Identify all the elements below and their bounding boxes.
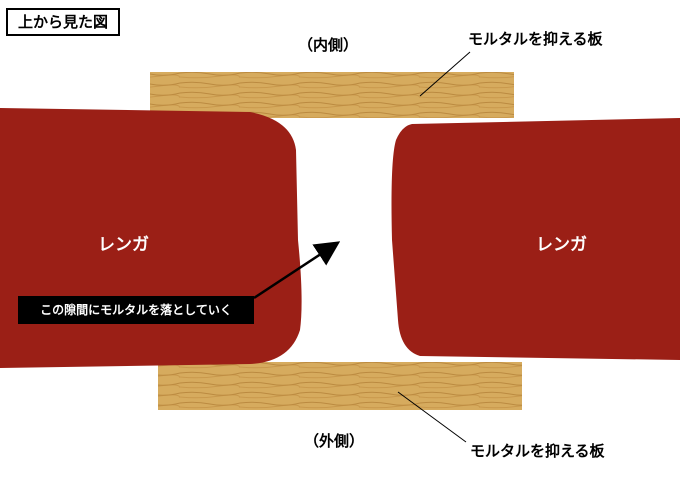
- board-label-top: モルタルを抑える板: [468, 30, 603, 48]
- brick-left-label: レンガ: [98, 235, 149, 255]
- outer-side-label: （外側）: [304, 432, 365, 450]
- inner-side-label: （内側）: [298, 36, 359, 54]
- gap-arrow: [253, 241, 341, 300]
- brick-right-label: レンガ: [536, 235, 587, 255]
- brick-left: [0, 108, 302, 368]
- board-top: [150, 72, 514, 118]
- board-label-bottom: モルタルを抑える板: [470, 442, 605, 460]
- brick-right: [391, 118, 680, 360]
- diagram-title: 上から見た図: [6, 8, 121, 36]
- gap-callout: この隙間にモルタルを落としていく: [18, 296, 254, 324]
- leader-line-top: [419, 51, 471, 97]
- board-bottom: [158, 362, 522, 410]
- leader-line-bottom: [397, 391, 467, 443]
